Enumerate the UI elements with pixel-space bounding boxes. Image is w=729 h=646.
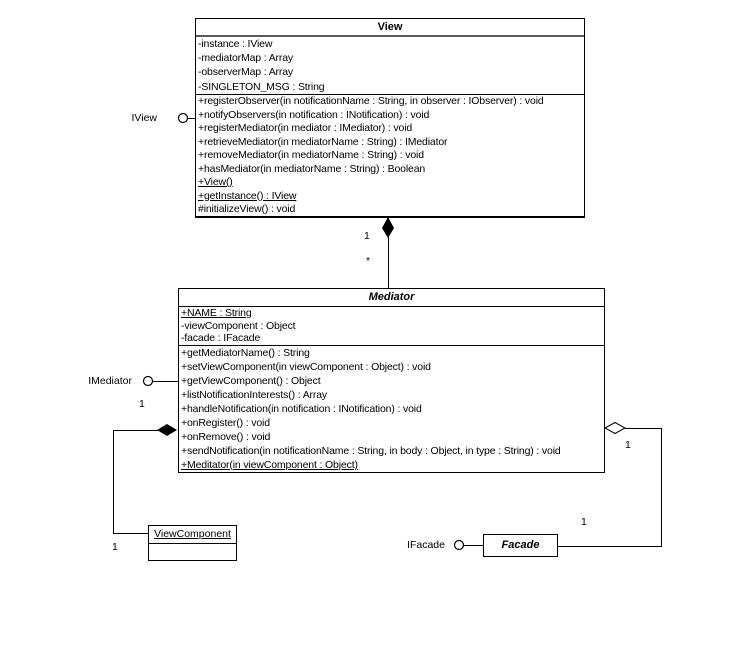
- connector-mediator-viewcomponent: [113, 430, 158, 431]
- interface-label-ifacade: IFacade: [407, 539, 445, 551]
- connector-mediator-viewcomponent: [113, 533, 148, 534]
- class-method: +getViewComponent() : Object: [181, 375, 321, 387]
- class-attribute: -instance : IView: [198, 38, 273, 50]
- view-methods-compartment: +registerObserver(in notificationName : …: [196, 94, 584, 217]
- interface-lollipop-icon: [453, 539, 465, 551]
- class-method: +getMediatorName() : String: [181, 347, 310, 359]
- class-title-viewcomponent: ViewComponent: [149, 526, 236, 544]
- composition-diamond-icon: [157, 424, 177, 436]
- class-method: +Meditator(in viewComponent : Object): [181, 459, 358, 471]
- class-attribute: -mediatorMap : Array: [198, 53, 294, 64]
- composition-diamond-icon: [382, 217, 394, 238]
- class-method: +onRemove() : void: [181, 431, 271, 443]
- class-title-mediator: Mediator: [179, 289, 604, 307]
- connector-mediator-viewcomponent: [113, 430, 114, 533]
- class-attribute: +NAME : String: [181, 308, 252, 319]
- multiplicity-label: 1: [112, 541, 118, 553]
- connector-imediator: [153, 381, 178, 382]
- class-attribute: -SINGLETON_MSG : String: [198, 81, 325, 93]
- view-attributes-compartment: -instance : IView -mediatorMap : Array -…: [196, 37, 584, 94]
- class-method: +registerMediator(in mediator : IMediato…: [198, 123, 413, 134]
- class-method: +hasMediator(in mediatorName : String) :…: [198, 163, 426, 175]
- class-attribute: -observerMap : Array: [198, 67, 294, 78]
- mediator-methods-compartment: +getMediatorName() : String +setViewComp…: [179, 345, 604, 472]
- class-title-view: View: [196, 19, 584, 37]
- viewcomponent-empty-compartment: [149, 544, 236, 560]
- class-box-mediator: Mediator +NAME : String -viewComponent :…: [178, 288, 605, 473]
- class-method: +onRegister() : void: [181, 417, 270, 429]
- interface-label-imediator: IMediator: [88, 375, 132, 387]
- class-method: +getInstance() : IView: [198, 190, 297, 202]
- multiplicity-label: 1: [139, 398, 145, 410]
- class-method: +retrieveMediator(in mediatorName : Stri…: [198, 136, 448, 148]
- connector-mediator-facade: [661, 428, 662, 546]
- interface-lollipop-icon: [142, 375, 154, 387]
- class-method: #initializeView() : void: [198, 203, 296, 215]
- aggregation-diamond-icon: [604, 421, 626, 435]
- class-method: +registerObserver(in notificationName : …: [198, 96, 544, 107]
- class-attribute: -facade : IFacade: [181, 333, 261, 344]
- class-method: +View(): [198, 177, 233, 188]
- connector-view-mediator: [388, 218, 389, 288]
- class-title-facade: Facade: [501, 539, 540, 551]
- class-attribute: -viewComponent : Object: [181, 320, 296, 332]
- mediator-attributes-compartment: +NAME : String -viewComponent : Object -…: [179, 307, 604, 345]
- class-method: +removeMediator(in mediatorName : String…: [198, 150, 424, 161]
- class-method: +notifyObservers(in notification : INoti…: [198, 109, 430, 121]
- class-method: +setViewComponent(in viewComponent : Obj…: [181, 361, 431, 373]
- class-method: +handleNotification(in notification : IN…: [181, 403, 422, 415]
- class-box-viewcomponent: ViewComponent: [148, 525, 237, 561]
- viewcomponent-title-text: ViewComponent: [154, 528, 231, 540]
- connector-ifacade: [464, 545, 483, 546]
- multiplicity-label: *: [366, 255, 371, 267]
- connector-iview: [188, 118, 195, 119]
- class-box-facade: Facade: [483, 534, 558, 557]
- connector-mediator-facade: [558, 546, 662, 547]
- multiplicity-label: 1: [581, 516, 587, 528]
- connector-mediator-facade: [625, 428, 662, 429]
- class-box-view: View -instance : IView -mediatorMap : Ar…: [195, 18, 585, 218]
- class-method: +sendNotification(in notificationName : …: [181, 445, 561, 457]
- multiplicity-label: 1: [364, 230, 370, 242]
- interface-label-iview: IView: [131, 112, 158, 124]
- multiplicity-label: 1: [625, 439, 631, 451]
- interface-lollipop-icon: [177, 112, 189, 124]
- class-method: +listNotificationInterests() : Array: [181, 389, 328, 401]
